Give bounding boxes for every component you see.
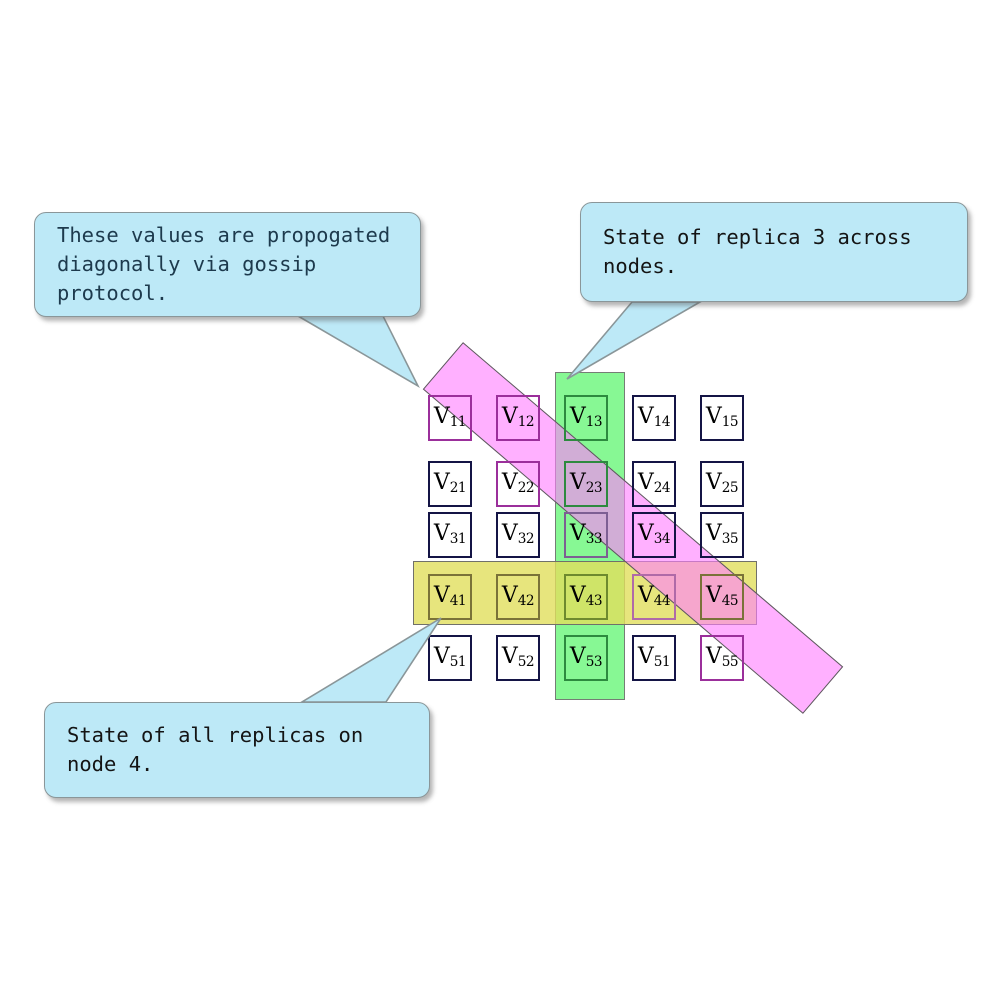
- grid-cell-v35[interactable]: V35: [700, 512, 744, 558]
- grid-cell-label: V25: [705, 470, 739, 497]
- callout-node4-text: State of all replicas on node 4.: [67, 722, 364, 776]
- grid-cell-v45[interactable]: V45: [700, 574, 744, 620]
- grid-cell-label: V41: [433, 583, 467, 610]
- callout-gossip[interactable]: These values are propogated diagonally v…: [34, 212, 421, 317]
- grid-cell-v33[interactable]: V33: [564, 512, 608, 558]
- grid-cell-label: V52: [501, 644, 535, 671]
- grid-cell-label: V51: [433, 644, 467, 671]
- grid-cell-v52[interactable]: V52: [496, 635, 540, 681]
- grid-cell-label: V15: [705, 404, 739, 431]
- grid-cell-v21[interactable]: V21: [428, 461, 472, 507]
- grid-cell-label: V14: [637, 404, 671, 431]
- grid-cell-v43[interactable]: V43: [564, 574, 608, 620]
- grid-cell-v25[interactable]: V25: [700, 461, 744, 507]
- grid-cell-label: V34: [637, 521, 671, 548]
- grid-cell-label: V51: [637, 644, 671, 671]
- grid-cell-v53[interactable]: V53: [564, 635, 608, 681]
- grid-cell-v51[interactable]: V51: [632, 635, 676, 681]
- callout-replica3-text: State of replica 3 across nodes.: [603, 224, 912, 278]
- grid-cell-label: V12: [501, 404, 535, 431]
- grid-cell-label: V24: [637, 470, 671, 497]
- grid-cell-v44[interactable]: V44: [632, 574, 676, 620]
- grid-cell-v15[interactable]: V15: [700, 395, 744, 441]
- grid-cell-v55[interactable]: V55: [700, 635, 744, 681]
- grid-cell-v11[interactable]: V11: [428, 395, 472, 441]
- grid-cell-label: V33: [569, 521, 603, 548]
- grid-cell-v22[interactable]: V22: [496, 461, 540, 507]
- grid-cell-label: V43: [569, 583, 603, 610]
- callout-gossip-text: These values are propogated diagonally v…: [57, 222, 391, 306]
- grid-cell-label: V23: [569, 470, 603, 497]
- grid-cell-label: V22: [501, 470, 535, 497]
- grid-cell-v32[interactable]: V32: [496, 512, 540, 558]
- grid-cell-v13[interactable]: V13: [564, 395, 608, 441]
- callout-node4[interactable]: State of all replicas on node 4.: [44, 702, 430, 798]
- grid-cell-label: V35: [705, 521, 739, 548]
- grid-cell-v42[interactable]: V42: [496, 574, 540, 620]
- grid-cell-v51[interactable]: V51: [428, 635, 472, 681]
- grid-cell-label: V45: [705, 583, 739, 610]
- grid-cell-label: V55: [705, 644, 739, 671]
- grid-cell-label: V53: [569, 644, 603, 671]
- grid-cell-v23[interactable]: V23: [564, 461, 608, 507]
- grid-cell-v31[interactable]: V31: [428, 512, 472, 558]
- grid-cell-label: V31: [433, 521, 467, 548]
- grid-cell-label: V13: [569, 404, 603, 431]
- callout-replica3[interactable]: State of replica 3 across nodes.: [580, 202, 968, 302]
- grid-cell-v24[interactable]: V24: [632, 461, 676, 507]
- grid-cell-label: V11: [433, 404, 467, 431]
- grid-cell-label: V44: [637, 583, 671, 610]
- grid-cell-label: V42: [501, 583, 535, 610]
- grid-cell-label: V32: [501, 521, 535, 548]
- grid-cell-v34[interactable]: V34: [632, 512, 676, 558]
- grid-cell-label: V21: [433, 470, 467, 497]
- grid-cell-v12[interactable]: V12: [496, 395, 540, 441]
- grid-cell-v41[interactable]: V41: [428, 574, 472, 620]
- grid-cell-v14[interactable]: V14: [632, 395, 676, 441]
